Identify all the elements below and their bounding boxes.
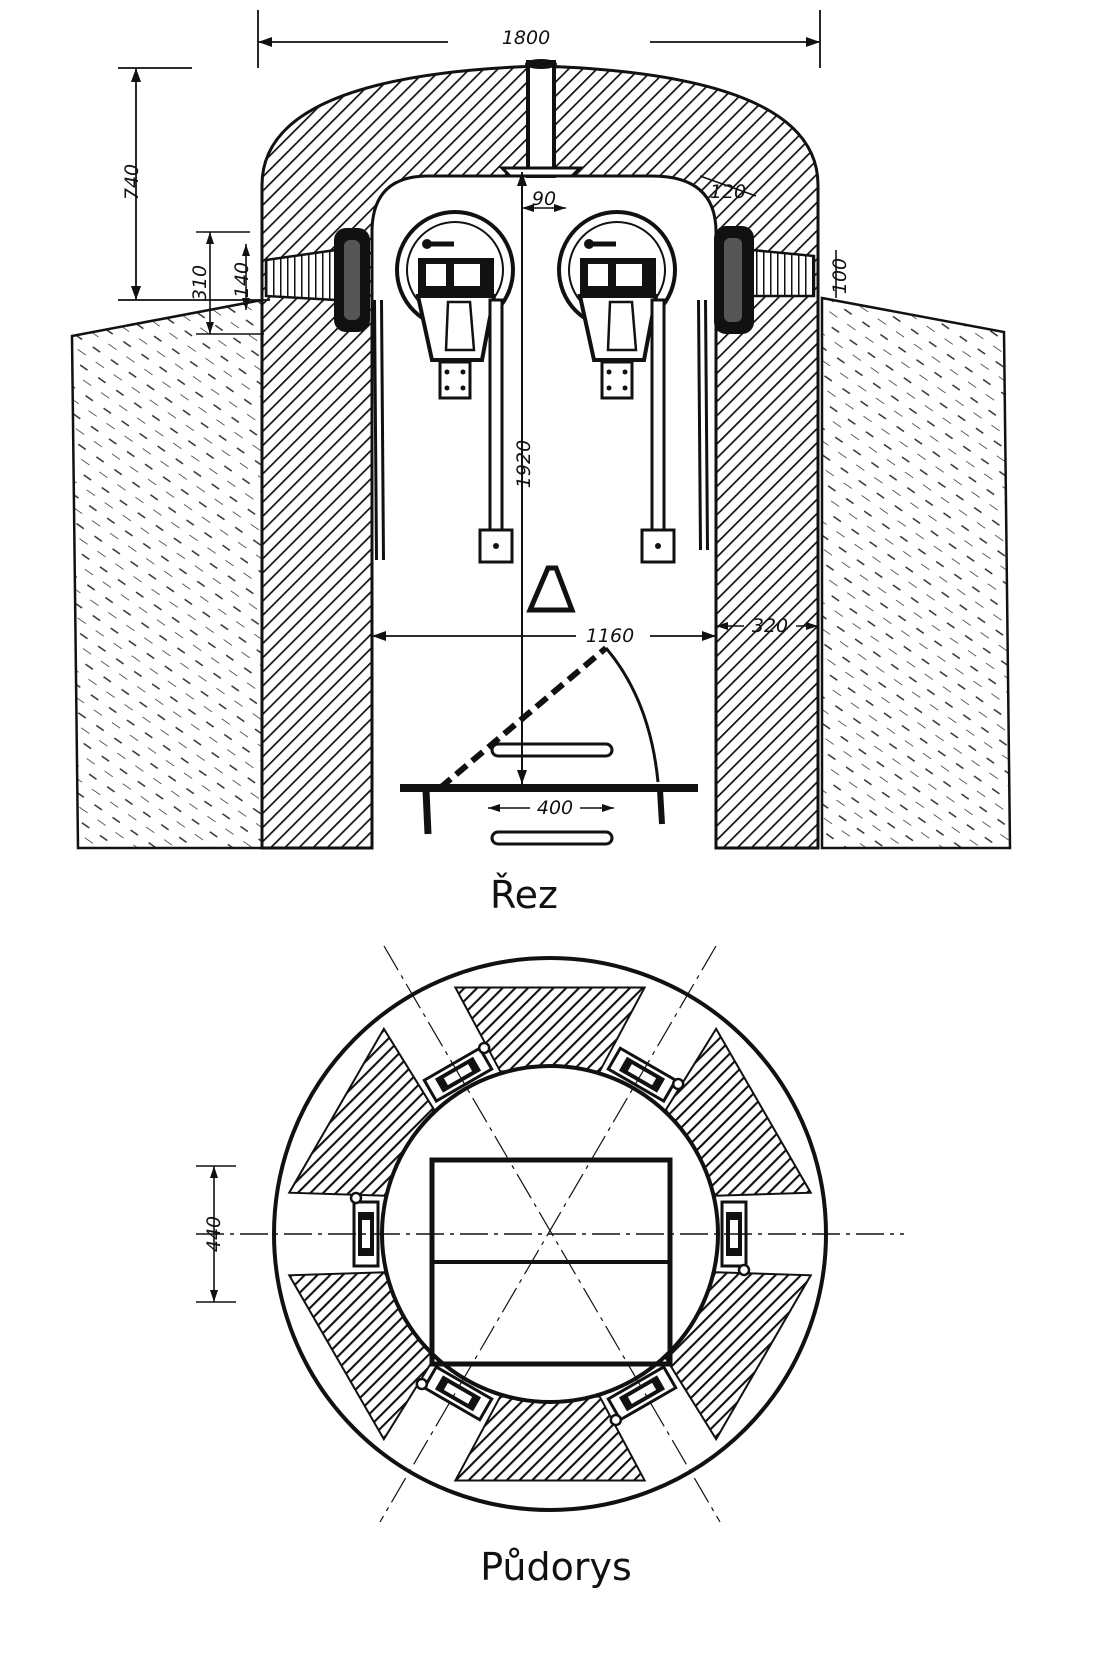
dim-120: 120 [710,181,746,203]
periscope-cap [525,59,557,69]
dim-310: 310 [189,265,211,301]
soil-left [70,298,264,850]
periscope-tube [526,60,556,178]
dim-1800: 1800 [502,27,550,49]
gun-mount-left [395,210,515,564]
dim-740: 740 [121,164,143,200]
embrasure-mount [606,1046,685,1104]
slit-shutter-left [264,248,338,302]
embrasure-mount [415,1364,494,1422]
dim-90: 90 [532,188,556,210]
hanging-handle [526,565,576,613]
section-caption: Řez [490,873,558,917]
gun-mount-right [557,210,677,564]
dim-100: 100 [829,258,851,294]
embrasure-mounts [349,1041,751,1427]
wall-segments [287,986,813,1482]
embrasure-mount [606,1364,678,1427]
plan-view: 440 Půdorys [196,945,904,1589]
hatch-swing-arc [604,647,660,783]
dim-140: 140 [231,262,253,298]
ladder-rung-upper [490,742,614,758]
section-view: 1800 740 310 140 100 90 120 1920 [70,10,1012,917]
soil-right [820,296,1012,850]
embrasure-mount [422,1041,494,1104]
dim-1920: 1920 [513,440,535,488]
embrasure-mount [720,1200,751,1277]
dim-1160: 1160 [586,625,634,647]
slit-shutter-right [750,248,816,298]
dim-320: 320 [752,615,788,637]
dim-400: 400 [537,797,573,819]
ladder-rung-lower [490,830,614,846]
dim-440: 440 [203,1216,225,1252]
armored-bell [260,64,820,850]
periscope-mount [498,166,584,178]
plan-caption: Půdorys [480,1545,632,1589]
embrasure-mount [349,1191,380,1268]
